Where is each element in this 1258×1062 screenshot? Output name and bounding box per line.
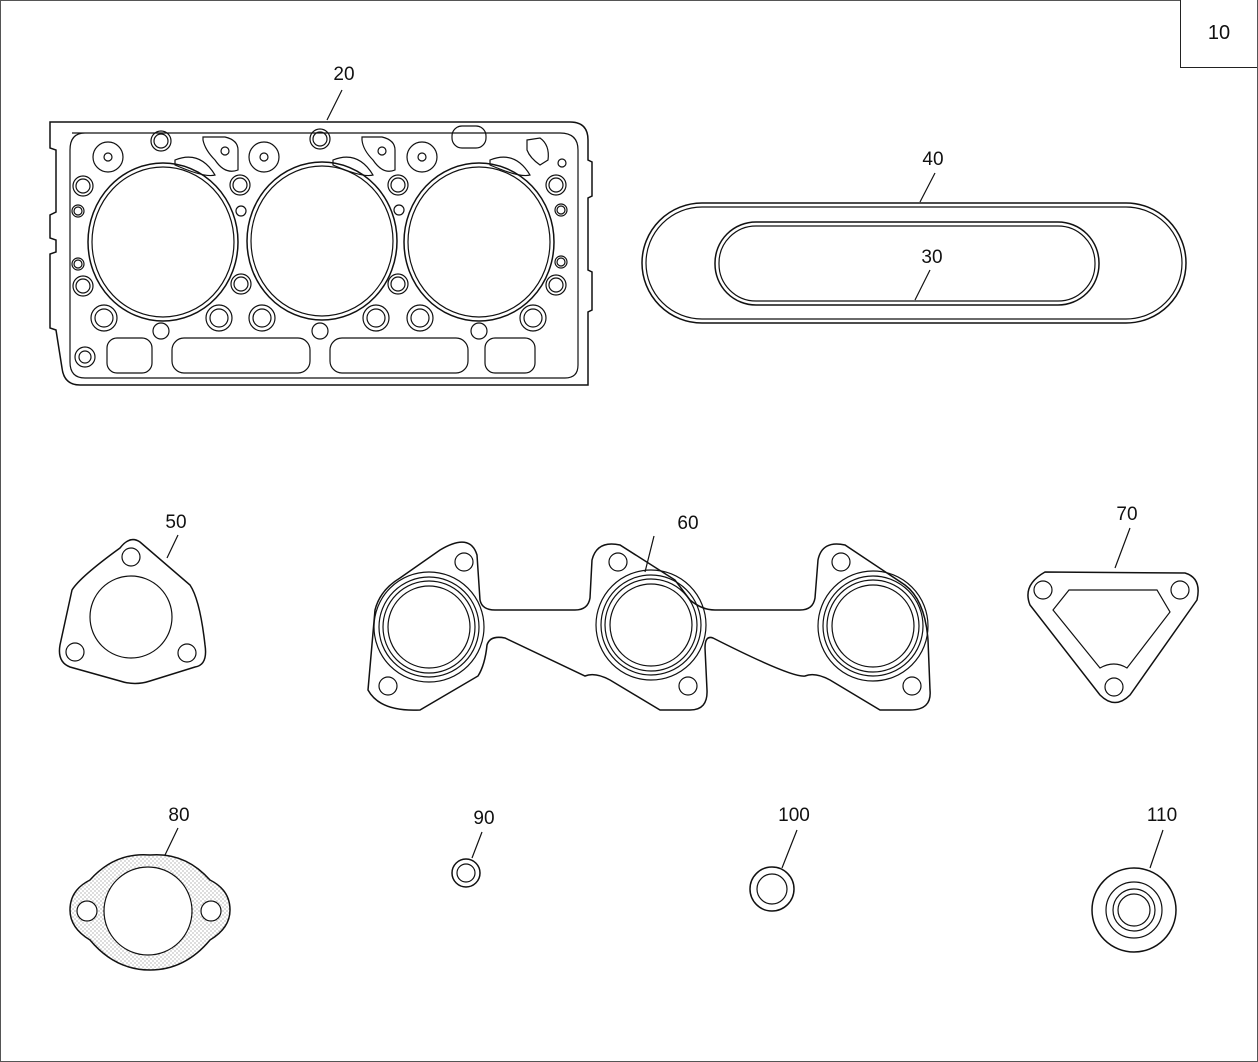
figure-number-box: 10 <box>1180 0 1257 68</box>
callout-50: 50 <box>165 512 187 533</box>
callout-30: 30 <box>921 247 943 268</box>
callout-60: 60 <box>677 513 699 534</box>
callout-80: 80 <box>168 805 190 826</box>
callout-70: 70 <box>1116 504 1138 525</box>
flange-gasket-part-50[interactable] <box>58 534 207 685</box>
oval-gasket-part-40[interactable] <box>641 172 1187 324</box>
figure-number: 10 <box>1207 22 1231 44</box>
manifold-gasket-part-60[interactable] <box>367 535 931 711</box>
oval-gasket-part-30[interactable] <box>714 221 1100 306</box>
head-gasket-part-20[interactable] <box>49 89 593 386</box>
triangular-gasket-part-70[interactable] <box>1027 527 1199 704</box>
oil-seal-part-110[interactable] <box>1091 829 1177 953</box>
seal-ring-part-90[interactable] <box>451 831 483 888</box>
callout-110: 110 <box>1146 805 1178 826</box>
callout-90: 90 <box>473 808 495 829</box>
exhaust-flange-gasket-part-80[interactable] <box>69 827 231 971</box>
callout-100: 100 <box>778 805 810 826</box>
callout-40: 40 <box>922 149 944 170</box>
seal-ring-part-100[interactable] <box>749 829 798 912</box>
callout-20: 20 <box>333 64 355 85</box>
